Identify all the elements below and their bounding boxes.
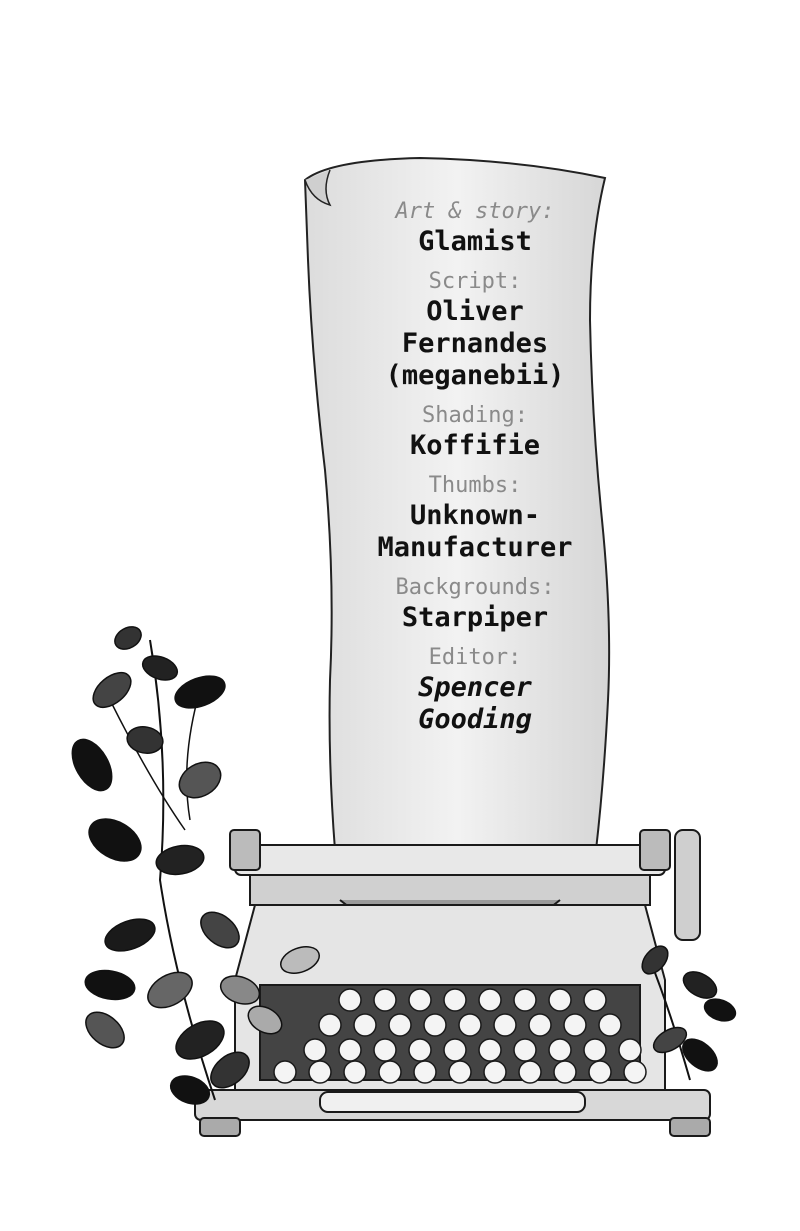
credit-thumbs: Thumbs: Unknown- Manufacturer — [330, 472, 620, 564]
credit-name-line: Glamist — [418, 226, 532, 257]
leaf-vine-illustration — [641, 945, 737, 1081]
credit-role: Thumbs: — [428, 473, 522, 498]
credits-list: Art & story: Glamist Script: Oliver Fern… — [330, 190, 620, 736]
credit-name: Koffifie — [330, 430, 620, 462]
credit-name: Spencer Gooding — [330, 672, 620, 736]
credit-name: Unknown- Manufacturer — [330, 500, 620, 564]
credit-name-line: Manufacturer — [377, 532, 573, 563]
credit-script: Script: Oliver Fernandes (meganebii) — [330, 268, 620, 392]
typewriter-illustration — [194, 829, 711, 1137]
paper-scroll-illustration — [303, 156, 611, 851]
credit-name-line: Unknown- — [409, 500, 541, 531]
credit-role: Shading: — [422, 403, 528, 428]
credit-name-line: (meganebii) — [385, 360, 565, 391]
credit-shading: Shading: Koffifie — [330, 402, 620, 462]
credit-name-line: Koffifie — [409, 430, 541, 461]
credit-backgrounds: Backgrounds: Starpiper — [330, 574, 620, 634]
credit-name: Starpiper — [330, 602, 620, 634]
leaf-vine-illustration — [71, 626, 320, 1105]
credit-name-line: Gooding — [418, 704, 532, 735]
credit-name: Glamist — [330, 226, 620, 258]
credit-name-line: Starpiper — [401, 602, 549, 633]
credit-name: Oliver Fernandes (meganebii) — [330, 296, 620, 392]
credit-name-line: Oliver — [426, 296, 524, 327]
credit-role: Backgrounds: — [395, 575, 555, 600]
credit-name-line: Fernandes — [401, 328, 549, 359]
credit-name-line: Spencer — [418, 672, 532, 703]
credit-role: Editor: — [428, 645, 522, 670]
credit-role: Art & story: — [395, 199, 555, 224]
credit-role: Script: — [428, 269, 522, 294]
credit-art-story: Art & story: Glamist — [330, 198, 620, 258]
credit-editor: Editor: Spencer Gooding — [330, 644, 620, 736]
